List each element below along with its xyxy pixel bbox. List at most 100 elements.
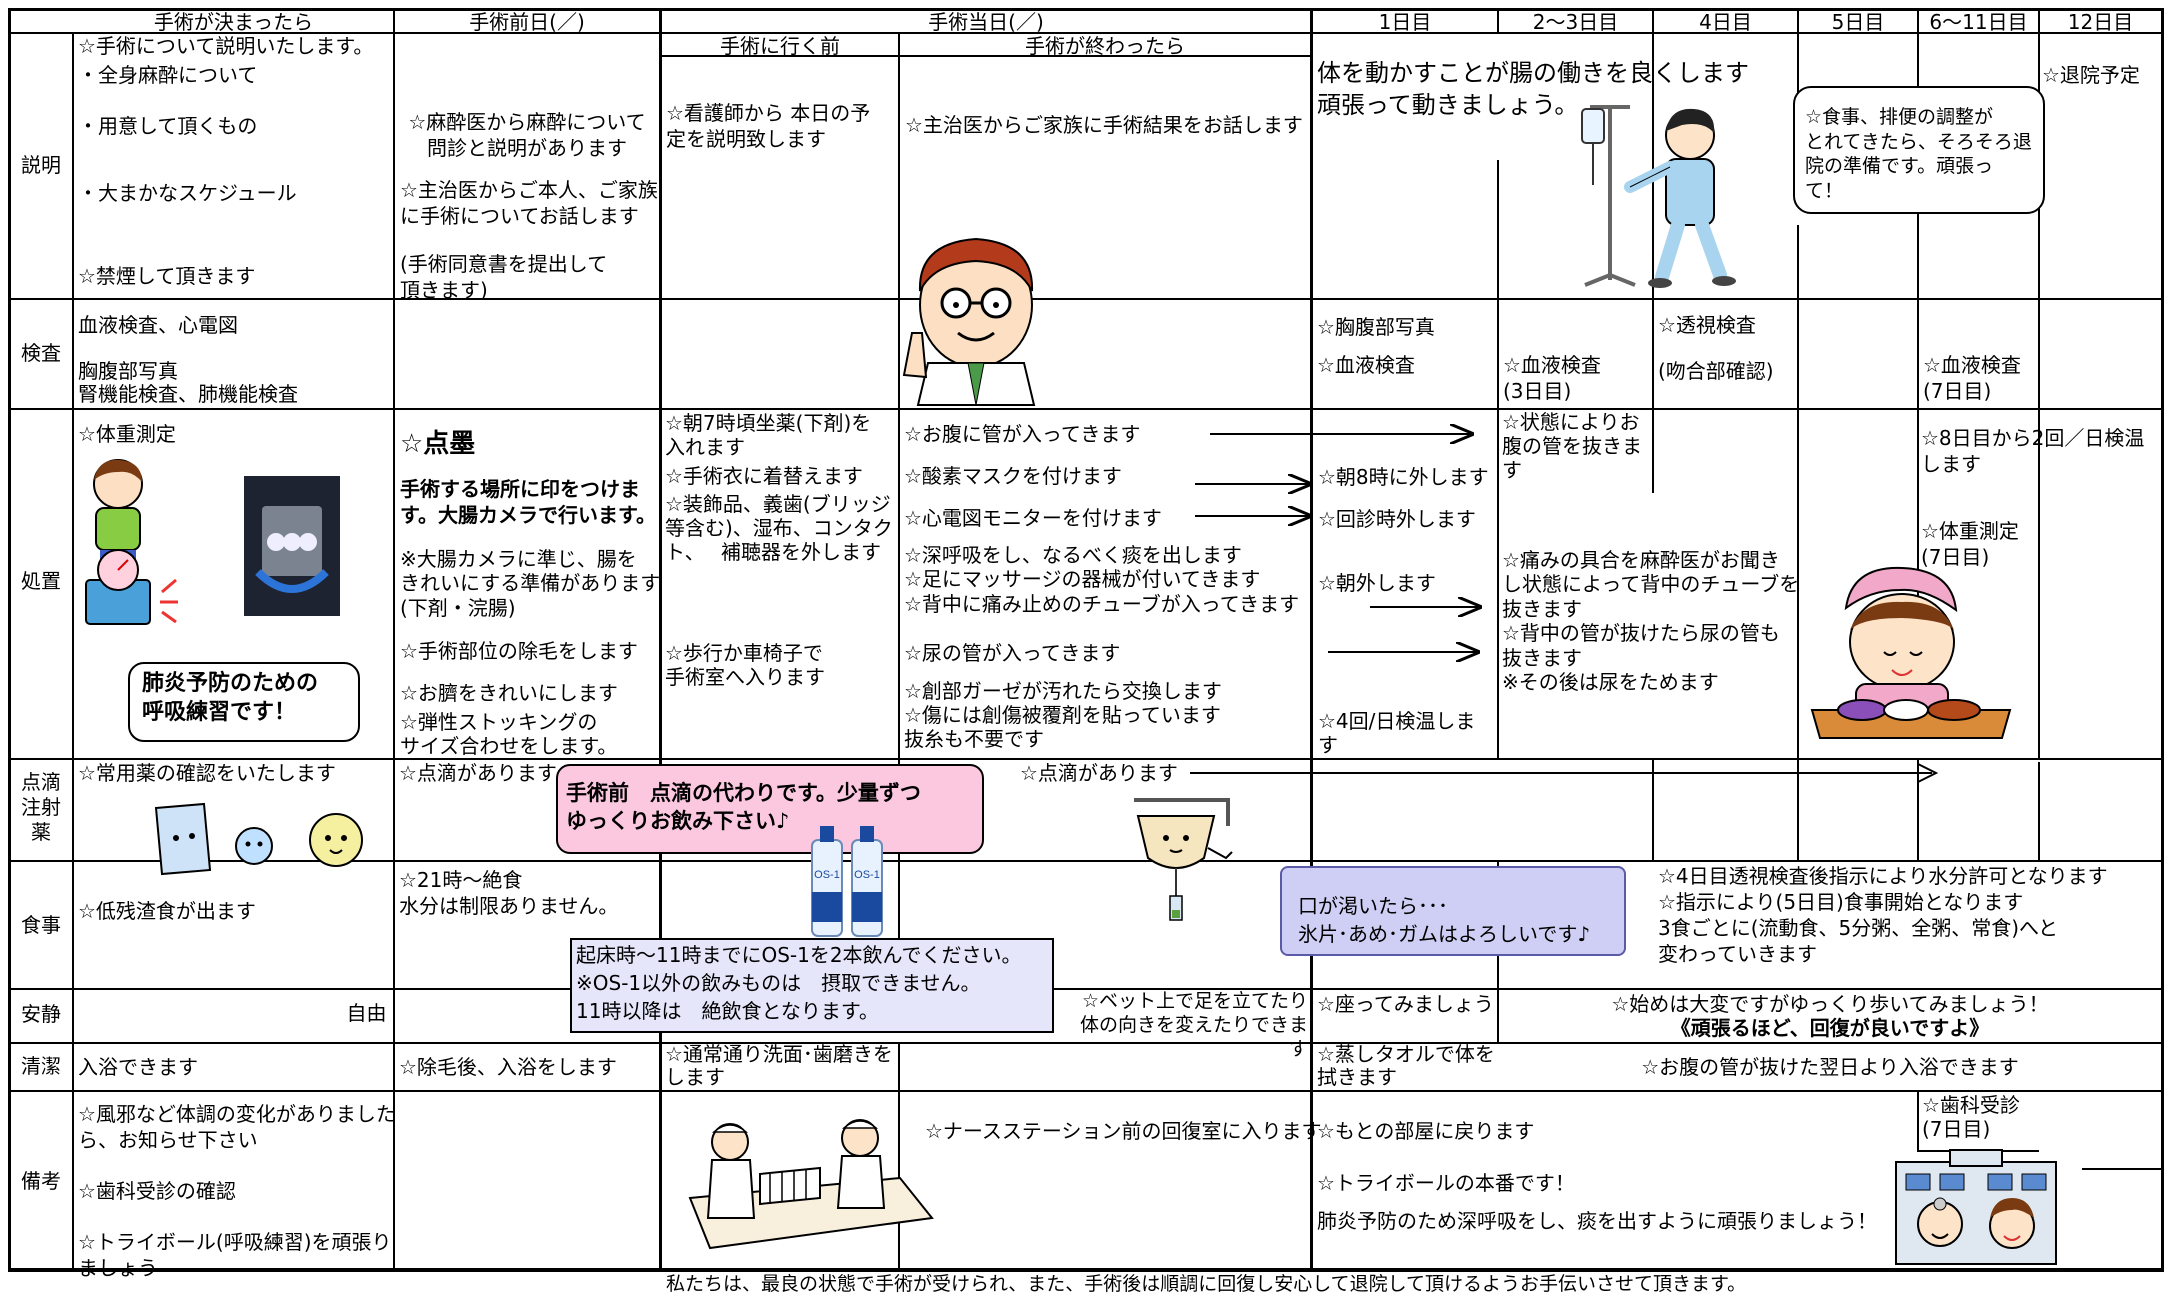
header-after-op: 手術が終わったら	[1025, 34, 1185, 58]
grid-line	[2038, 762, 2040, 862]
grid-line	[8, 1090, 2163, 1092]
notes-day1-3: 肺炎予防のため深呼吸をし、痰を出すように頑張りましょう！	[1317, 1209, 1877, 1233]
grid-line	[1797, 8, 1799, 128]
treat-after-2: ☆酸素マスクを付けます	[904, 464, 1122, 488]
grid-line	[8, 8, 2163, 11]
clean-day1: ☆蒸しタオルで体を 拭きます	[1317, 1042, 1495, 1089]
treat-before-3: ☆装飾品、義歯(ブリッジ 等含む)、湿布、コンタク ト、 補聴器を外します	[665, 492, 893, 564]
rest-day2: ☆始めは大変ですがゆっくり歩いてみましょう！	[1611, 992, 2049, 1016]
treat-pre-2: ☆手術部位の除毛をします	[400, 639, 638, 663]
treat-pre-3: ☆お臍をきれいにします	[400, 681, 618, 705]
drip-decided: ☆常用薬の確認をいたします	[78, 761, 336, 785]
treat-pre-title: ☆点墨	[400, 429, 476, 459]
discharge-callout	[1793, 86, 2045, 214]
os1-instruction-box	[570, 938, 1054, 1033]
iv-bag-character-illustration	[1134, 798, 1233, 921]
grid-line	[1497, 8, 1499, 32]
walking-patient-illustration	[1581, 105, 1736, 288]
header-day-5: 5日目	[1831, 10, 1885, 34]
drip-day: ☆点滴があります	[1020, 761, 1178, 785]
treat-pre-sub: 手術する場所に印をつけま す。大腸カメラで行います。	[400, 477, 656, 527]
grid-line	[8, 988, 2163, 990]
row-label-explain: 説明	[21, 153, 61, 177]
treat-weight: ☆体重測定	[78, 422, 176, 446]
triball-device-photo	[244, 476, 340, 616]
grid-line	[8, 1268, 2163, 1272]
exam-day4-fluoro: ☆透視検査 (吻合部確認)	[1658, 313, 1774, 383]
header-day-1: 1日目	[1378, 10, 1432, 34]
notes-decided: ☆風邪など体調の変化がありました ら、お知らせ下さい ☆歯科受診の確認 ☆トライ…	[78, 1102, 396, 1280]
treat-day8-temp: ☆8日目から2回／日検温 します	[1921, 426, 2145, 476]
os1-bottle-label: OS-1	[814, 869, 840, 881]
exam-day1-xray: ☆胸腹部写真	[1317, 315, 1435, 339]
grid-line	[8, 758, 2163, 760]
clean-before: ☆通常通り洗面･歯磨きを します	[665, 1042, 893, 1089]
grid-line	[1497, 160, 1499, 760]
treat-after-6: ☆創部ガーゼが汚れたら交換します ☆傷には創傷被覆剤を貼っています 抜糸も不要で…	[904, 679, 1222, 751]
grid-line	[8, 32, 2163, 34]
doctor-illustration	[902, 237, 1036, 406]
row-label-treat: 処置	[21, 569, 61, 593]
grid-line	[1917, 760, 1919, 862]
weighing-boy-illustration	[85, 459, 178, 625]
treat-day1-3: ☆朝外します	[1318, 571, 1436, 595]
os1-bottle-label: OS-1	[854, 869, 880, 881]
header-op-day: 手術当日(／)	[928, 10, 1044, 34]
treat-before-2: ☆手術衣に着替えます	[665, 464, 863, 488]
header-pre-day: 手術前日(／)	[469, 10, 585, 34]
row-label-drip: 点滴 注射 薬	[21, 770, 61, 844]
os1-pink-text: 手術前 点滴の代わりです。少量ずつ ゆっくりお飲み下さい♪	[566, 781, 921, 834]
row-label-exam: 検査	[21, 341, 61, 365]
breath-practice-callout	[128, 662, 360, 742]
os1-instruction-text: 起床時～11時までにOS-1を2本飲んでください。 ※OS-1以外の飲みものは …	[576, 943, 1022, 1023]
explain-pre-1: ☆麻酔医から麻酔について 問診と説明があります	[408, 110, 646, 160]
grid-line	[1652, 8, 1654, 493]
meal-pre: ☆21時～絶食 水分は制限ありません。	[399, 868, 619, 918]
explain-pre-2: ☆主治医からご本人、ご家族 に手術についてお話します	[400, 178, 658, 228]
grid-line	[8, 408, 2163, 410]
explain-decided-2: ・全身麻酔について	[78, 63, 258, 87]
treat-pre-1: ※大腸カメラに準じ、腸を きれいにする準備があります (下剤・浣腸)	[400, 547, 661, 620]
explain-decided-1: ☆手術について説明いたします。	[78, 34, 374, 58]
notes-day1-2: ☆トライボールの本番です！	[1317, 1171, 1575, 1195]
row-label-notes: 備考	[21, 1169, 61, 1193]
breath-practice-text: 肺炎予防のための 呼吸練習です！	[142, 671, 319, 725]
grid-line	[8, 860, 2163, 862]
treat-pre-4: ☆弾性ストッキングの サイズ合わせをします。	[400, 710, 618, 758]
os1-pink-callout	[556, 764, 984, 854]
header-day-2-3: 2～3日目	[1532, 10, 1619, 34]
explain-day1-message: 体を動かすことが腸の働きを良くします 頑張って動きましょう。	[1317, 59, 1749, 119]
row-label-meal: 食事	[21, 913, 61, 937]
grid-line	[393, 8, 395, 1270]
nurse-with-meal-illustration	[1810, 566, 2012, 739]
explain-decided-5: ☆禁煙して頂きます	[78, 264, 256, 288]
meal-decided: ☆低残渣食が出ます	[78, 899, 256, 923]
row-label-rest: 安静	[21, 1002, 61, 1026]
header-decided: 手術が決まったら	[153, 10, 314, 34]
nurses-with-bed-illustration	[688, 1119, 934, 1250]
treat-after-3: ☆心電図モニターを付けます	[904, 506, 1162, 530]
dental-hospital-illustration	[1895, 1149, 2057, 1265]
grid-line	[2038, 8, 2040, 760]
grid-line	[659, 8, 662, 1270]
notes-day1-1: ☆もとの部屋に戻ります	[1317, 1119, 1535, 1143]
treat-after-5: ☆尿の管が入ってきます	[904, 641, 1121, 665]
drip-pre: ☆点滴があります	[399, 761, 557, 785]
grid-line	[1497, 988, 1499, 1044]
treat-day2-2: ☆痛みの具合を麻酔医がお聞き し状態によって背中のチューブを 抜きます ☆背中の…	[1502, 548, 1800, 694]
exam-decided: 血液検査、心電図 胸腹部写真 腎機能検査、肺機能検査	[78, 313, 298, 406]
os1-bottles-illustration: OS-1 OS-1	[811, 826, 883, 937]
clean-day2: ☆お腹の管が抜けた翌日より入浴できます	[1641, 1055, 2019, 1079]
grid-line	[1797, 225, 1799, 759]
treat-day7-weight: ☆体重測定 (7日目)	[1921, 519, 2019, 569]
explain-decided-3: ・用意して頂くもの	[78, 114, 258, 138]
exam-day7-blood: ☆血液検査 (7日目)	[1923, 353, 2021, 403]
row-label-clean: 清潔	[21, 1054, 61, 1078]
treat-day1-2: ☆回診時外します	[1318, 507, 1476, 531]
explain-decided-4: ・大まかなスケジュール	[78, 181, 297, 205]
grid-line	[1310, 8, 1313, 1270]
treat-day1-4: ☆4回/日検温しま す	[1318, 709, 1476, 757]
grid-line	[2082, 1168, 2162, 1170]
grid-line	[1797, 760, 1799, 862]
